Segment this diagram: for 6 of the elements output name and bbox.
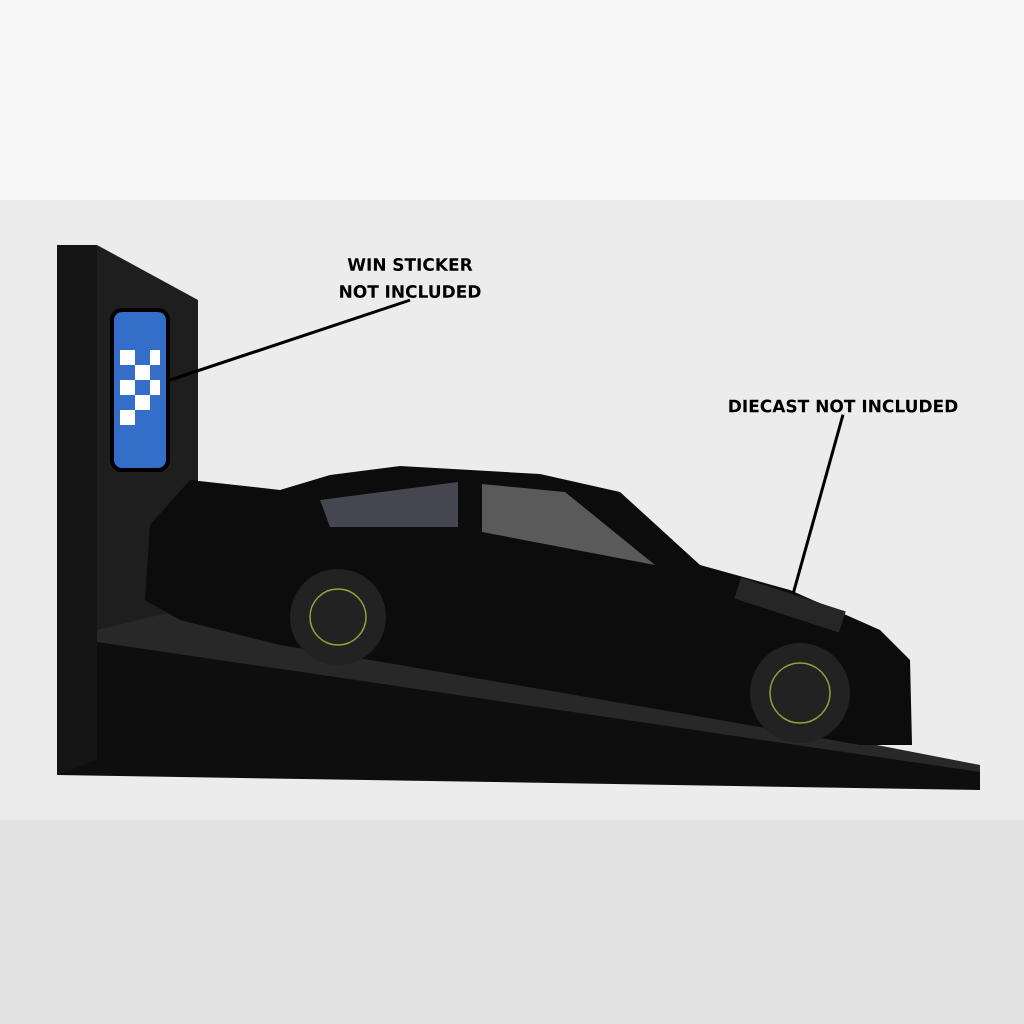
car-hood xyxy=(734,577,846,633)
sticker-drawing xyxy=(110,308,170,472)
callout-text: WIN STICKER NOT INCLUDED xyxy=(340,258,481,298)
leader-line xyxy=(791,414,845,595)
callout-text: DIECAST NOT INCLUDED xyxy=(729,399,958,413)
leader-line xyxy=(169,298,411,382)
